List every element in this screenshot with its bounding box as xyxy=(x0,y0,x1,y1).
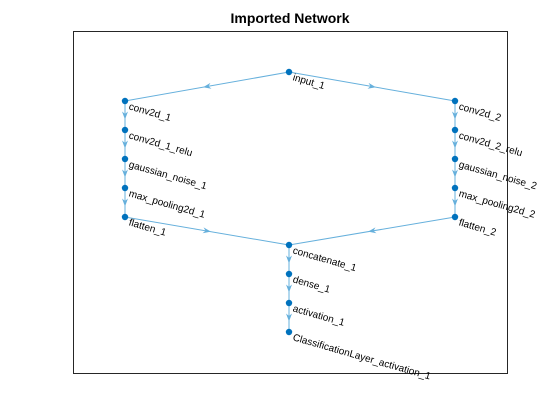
edge-arrowhead xyxy=(452,140,458,149)
edge-arrowhead xyxy=(286,255,292,264)
node-flatten_1[interactable] xyxy=(121,213,129,221)
edge-arrowhead xyxy=(202,227,211,234)
node-dense_1[interactable] xyxy=(285,270,293,278)
node-gaussian_noise_2[interactable] xyxy=(451,155,459,163)
plot-title: Imported Network xyxy=(230,10,349,26)
axes-box xyxy=(73,31,508,374)
edge-arrowhead xyxy=(203,82,212,89)
edge-arrowhead xyxy=(367,82,376,89)
node-max_pooling2d_1[interactable] xyxy=(121,184,129,192)
edge-arrowhead xyxy=(122,140,128,149)
node-concatenate_1[interactable] xyxy=(285,241,293,249)
node-max_pooling2d_2[interactable] xyxy=(451,184,459,192)
node-ClassificationLayer_activation_1[interactable] xyxy=(285,328,293,336)
edge-arrowhead xyxy=(452,169,458,178)
edges-layer xyxy=(122,71,458,332)
node-conv2d_2_relu[interactable] xyxy=(451,126,459,134)
edge-arrowhead xyxy=(122,198,128,207)
edge-arrowhead xyxy=(452,111,458,120)
edge-arrowhead xyxy=(452,198,458,207)
edge-arrowhead xyxy=(286,284,292,293)
edge-arrowhead xyxy=(122,111,128,120)
edge-arrowhead xyxy=(122,169,128,178)
nodes-layer xyxy=(121,68,459,336)
edge-arrowhead xyxy=(368,227,377,234)
node-conv2d_1_relu[interactable] xyxy=(121,126,129,134)
node-conv2d_2[interactable] xyxy=(451,97,459,105)
node-gaussian_noise_1[interactable] xyxy=(121,155,129,163)
edge-arrowhead xyxy=(286,313,292,322)
node-input_1[interactable] xyxy=(285,68,293,76)
node-activation_1[interactable] xyxy=(285,299,293,307)
node-conv2d_1[interactable] xyxy=(121,97,129,105)
node-flatten_2[interactable] xyxy=(451,213,459,221)
